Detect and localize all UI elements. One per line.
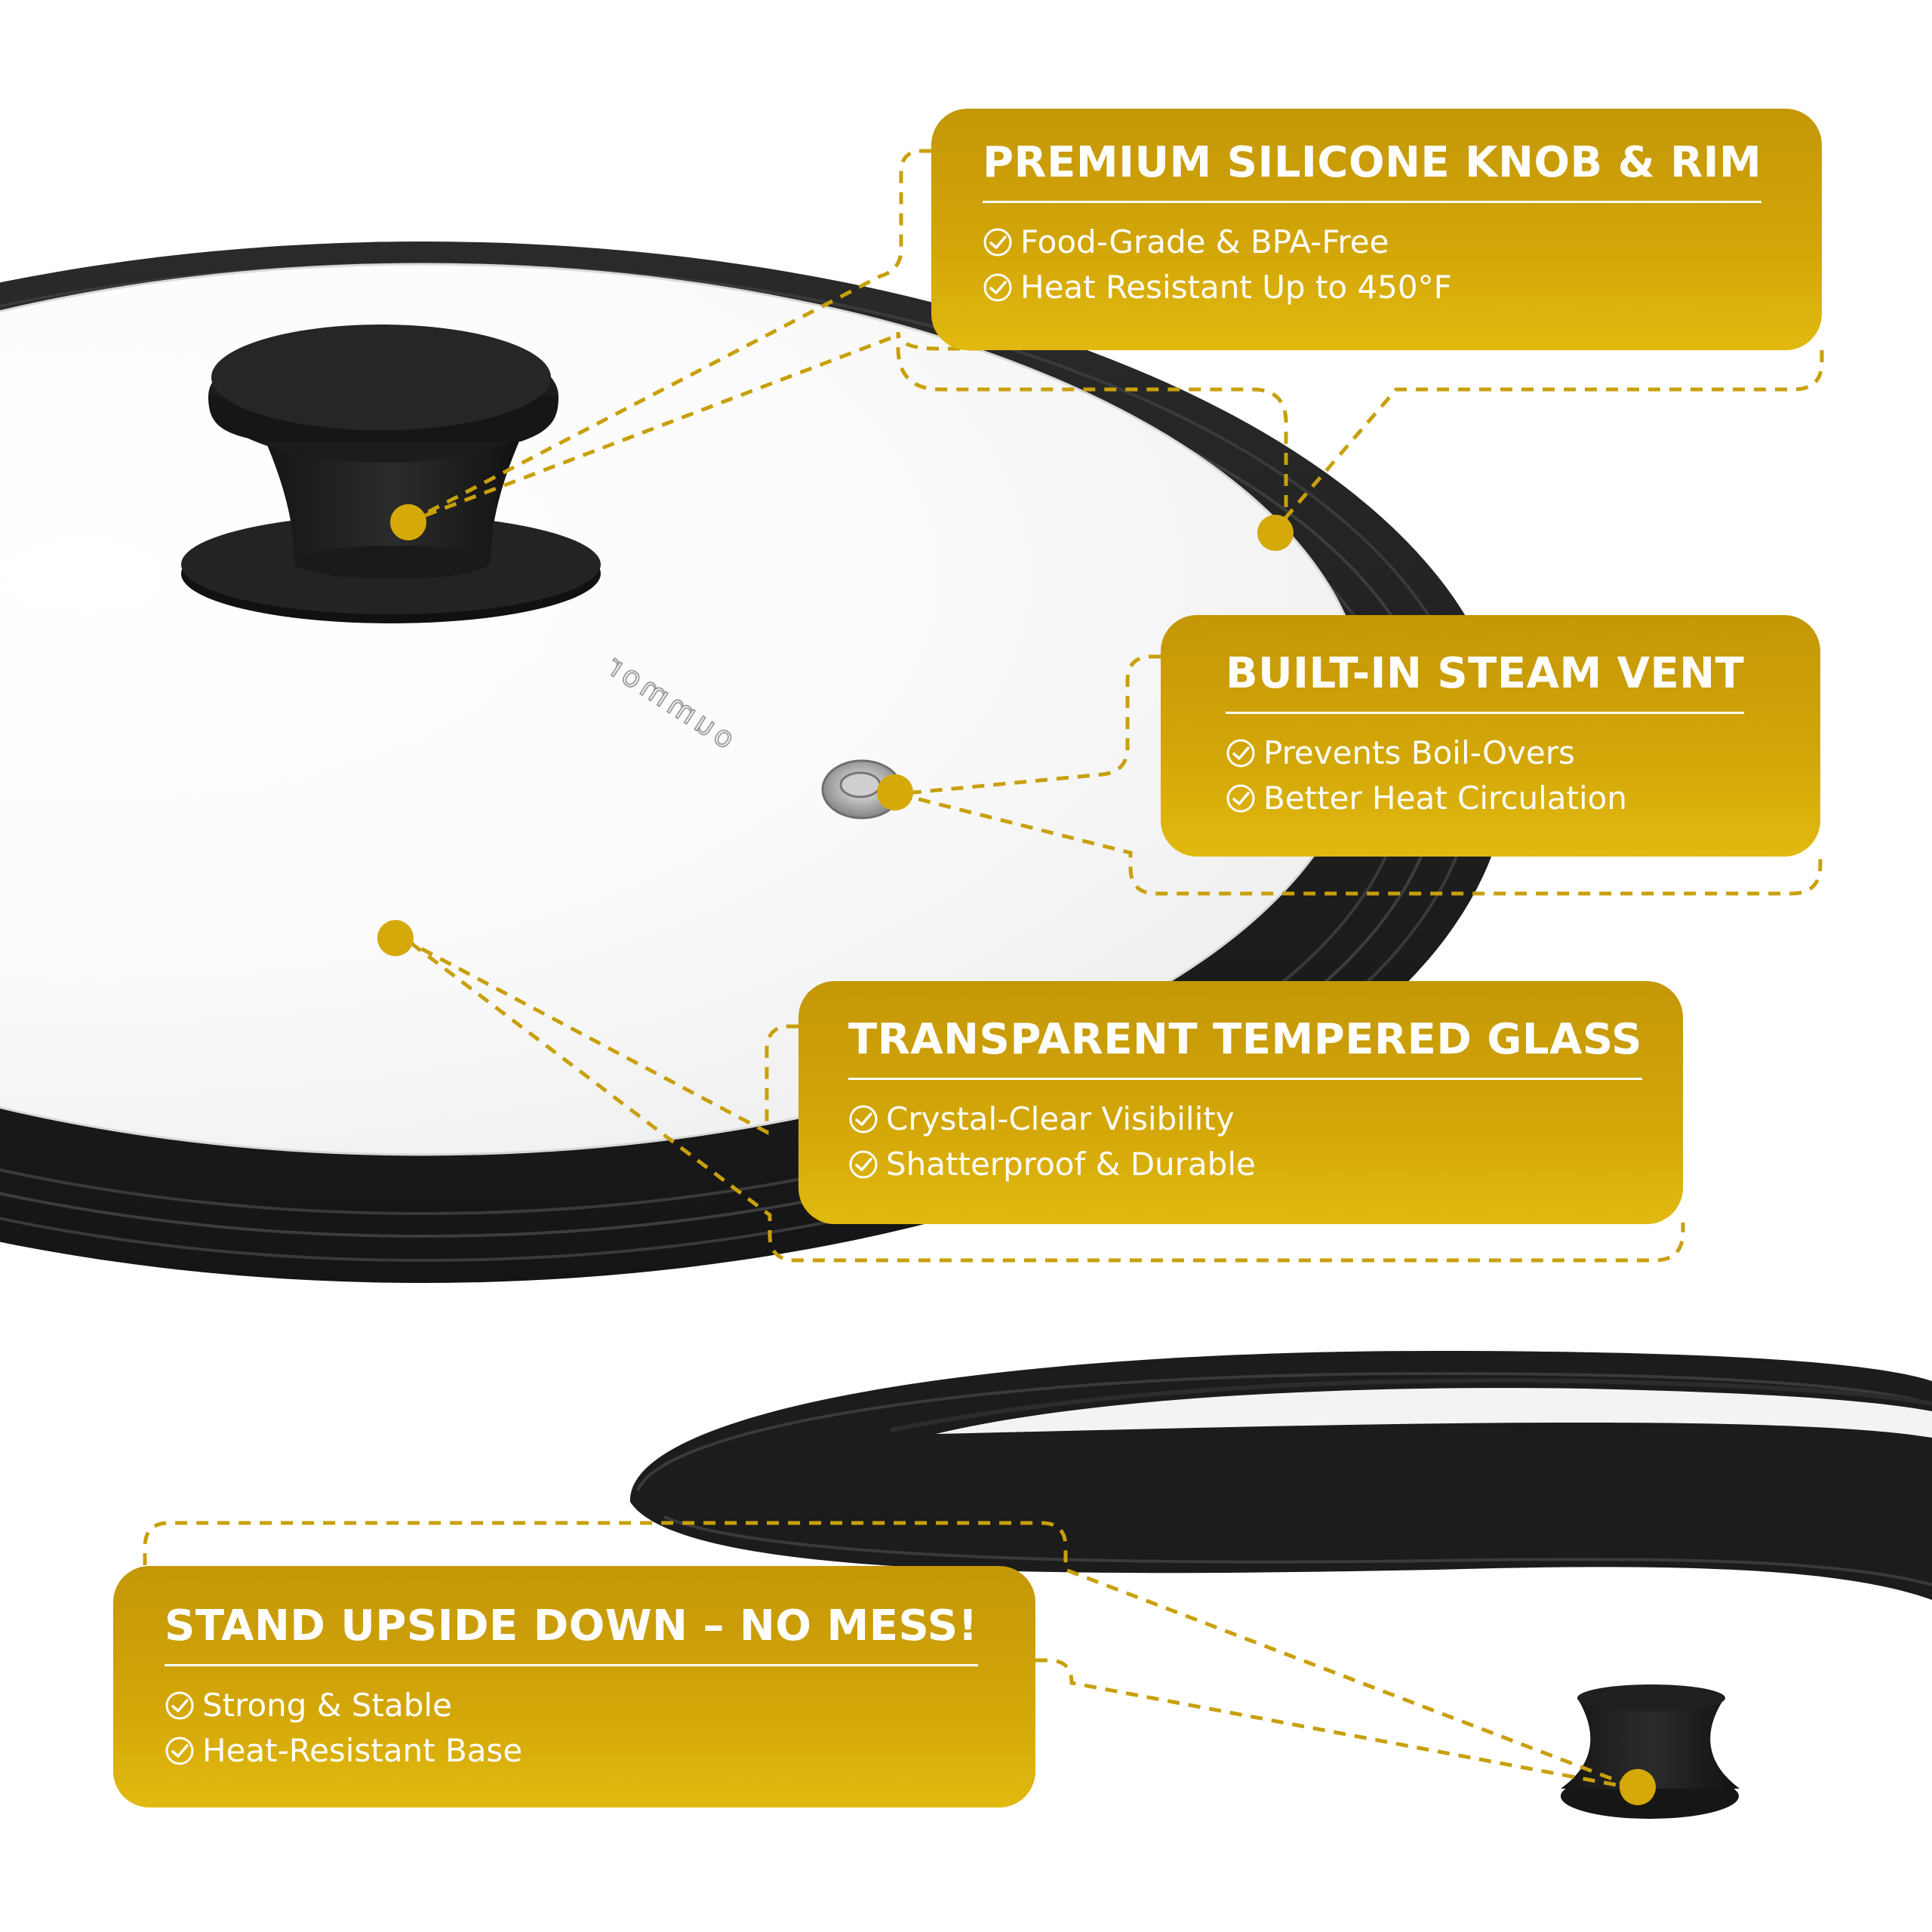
feature-text: Food-Grade & BPA-Free xyxy=(1020,223,1389,260)
feature-item: Crystal-Clear Visibility xyxy=(848,1097,1683,1142)
check-circle-icon xyxy=(1226,784,1255,813)
knob-marker-dot xyxy=(390,504,426,540)
callout-silicone-knob-rim: PREMIUM SILICONE KNOB & RIM Food-Grade &… xyxy=(931,109,1822,350)
feature-text: Prevents Boil-Overs xyxy=(1263,734,1575,771)
upside-down-lid xyxy=(629,1351,1932,1600)
feature-text: Heat Resistant Up to 450°F xyxy=(1020,269,1452,306)
glass-marker-dot xyxy=(377,920,414,956)
callout-heading: TRANSPARENT TEMPERED GLASS xyxy=(848,1019,1643,1080)
feature-item: Better Heat Circulation xyxy=(1226,776,1820,821)
feature-item: Heat-Resistant Base xyxy=(165,1728,1035,1774)
check-circle-icon xyxy=(165,1691,194,1720)
callout-stand-upside-down: STAND UPSIDE DOWN – NO MESS! Strong & St… xyxy=(113,1566,1035,1807)
check-circle-icon xyxy=(849,1105,878,1134)
silicone-knob xyxy=(181,325,601,623)
check-circle-icon xyxy=(1226,739,1255,768)
feature-text: Shatterproof & Durable xyxy=(886,1146,1256,1183)
marker-dots xyxy=(377,504,1656,1805)
check-circle-icon xyxy=(983,228,1012,257)
callout-steam-vent: BUILT-IN STEAM VENT Prevents Boil-Overs … xyxy=(1161,615,1820,857)
stand-marker-dot xyxy=(1620,1769,1656,1805)
vent-marker-dot xyxy=(877,774,913,811)
feature-list: Crystal-Clear Visibility Shatterproof & … xyxy=(848,1097,1683,1187)
callout-heading: STAND UPSIDE DOWN – NO MESS! xyxy=(165,1605,978,1666)
check-circle-icon xyxy=(165,1737,194,1765)
feature-text: Crystal-Clear Visibility xyxy=(886,1100,1235,1137)
check-circle-icon xyxy=(849,1150,878,1179)
callout-heading: PREMIUM SILICONE KNOB & RIM xyxy=(983,142,1762,203)
feature-item: Food-Grade & BPA-Free xyxy=(983,220,1822,265)
feature-item: Shatterproof & Durable xyxy=(848,1142,1683,1187)
feature-item: Heat Resistant Up to 450°F xyxy=(983,265,1822,310)
callout-tempered-glass: TRANSPARENT TEMPERED GLASS Crystal-Clear… xyxy=(798,981,1683,1224)
check-circle-icon xyxy=(983,273,1012,302)
stand-knob xyxy=(1561,1684,1740,1819)
callout-heading: BUILT-IN STEAM VENT xyxy=(1226,653,1745,714)
feature-text: Heat-Resistant Base xyxy=(202,1732,523,1769)
feature-item: Prevents Boil-Overs xyxy=(1226,731,1820,776)
feature-list: Prevents Boil-Overs Better Heat Circulat… xyxy=(1226,731,1820,821)
feature-list: Food-Grade & BPA-Free Heat Resistant Up … xyxy=(983,220,1822,310)
feature-text: Strong & Stable xyxy=(202,1687,452,1724)
feature-list: Strong & Stable Heat-Resistant Base xyxy=(165,1683,1035,1774)
feature-text: Better Heat Circulation xyxy=(1263,780,1627,817)
leader-lines xyxy=(143,149,1824,1791)
feature-item: Strong & Stable xyxy=(165,1683,1035,1728)
rim-marker-dot xyxy=(1257,515,1294,551)
